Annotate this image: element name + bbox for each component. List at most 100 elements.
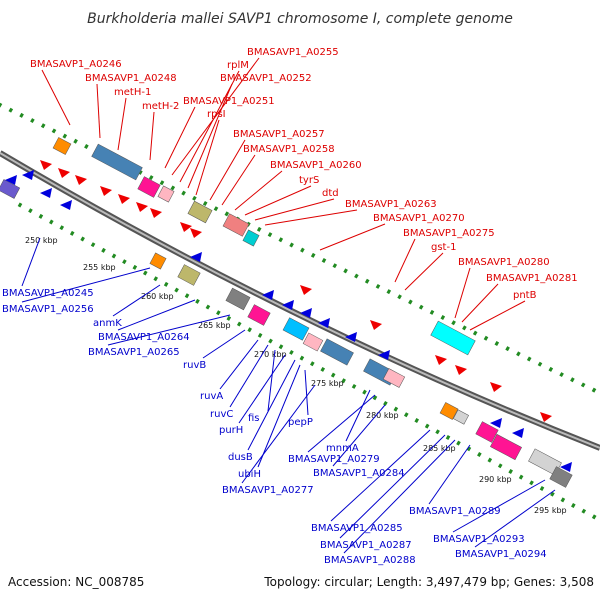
forward-gene-arrow[interactable]	[136, 202, 148, 212]
forward-gene-arrow[interactable]	[370, 320, 382, 330]
gene-feature[interactable]	[439, 402, 459, 420]
forward-gene-arrow[interactable]	[455, 365, 467, 375]
gene-feature[interactable]	[242, 229, 260, 247]
reverse-gene-arrow[interactable]	[490, 418, 502, 428]
reverse-gene-arrow[interactable]	[560, 462, 572, 472]
guide-dot	[494, 340, 500, 346]
gene-label-forward[interactable]: BMASAVP1_A0246	[30, 59, 122, 70]
forward-gene-arrow[interactable]	[435, 355, 447, 365]
gene-label-reverse[interactable]: BMASAVP1_A0285	[311, 523, 403, 534]
gene-feature[interactable]	[149, 252, 167, 270]
gene-label-reverse[interactable]: BMASAVP1_A0284	[313, 468, 405, 479]
gene-label-reverse[interactable]: BMASAVP1_A0287	[320, 540, 412, 551]
gene-label-reverse[interactable]: BMASAVP1_A0277	[222, 485, 314, 496]
gene-label-forward[interactable]: pntB	[513, 290, 537, 301]
gene-label-reverse[interactable]: BMASAVP1_A0294	[455, 549, 547, 560]
gene-label-forward[interactable]: BMASAVP1_A0263	[345, 199, 437, 210]
forward-gene-arrow[interactable]	[100, 186, 112, 196]
gene-feature[interactable]	[302, 332, 324, 352]
gene-label-forward[interactable]: gst-1	[431, 242, 456, 253]
gene-label-forward[interactable]: metH-2	[142, 101, 179, 112]
gene-label-reverse[interactable]: BMASAVP1_A0264	[98, 332, 190, 343]
guide-dot	[343, 268, 348, 274]
gene-label-reverse[interactable]: BMASAVP1_A0245	[2, 288, 94, 299]
gene-label-reverse[interactable]: ubiH	[238, 469, 261, 480]
gene-label-reverse[interactable]: BMASAVP1_A0289	[409, 506, 501, 517]
gene-label-reverse[interactable]: pepP	[288, 417, 313, 428]
gene-label-forward[interactable]: BMASAVP1_A0252	[220, 73, 312, 84]
gene-feature[interactable]	[52, 137, 72, 155]
gene-label-reverse[interactable]: dusB	[228, 452, 253, 463]
gene-label-reverse[interactable]: fis	[248, 413, 260, 424]
gene-feature[interactable]	[187, 200, 213, 224]
gene-label-forward[interactable]: BMASAVP1_A0255	[247, 47, 339, 58]
forward-gene-arrow[interactable]	[190, 228, 202, 238]
gene-feature[interactable]	[282, 317, 310, 341]
gene-label-reverse[interactable]: purH	[219, 425, 243, 436]
gene-label-forward[interactable]: rplM	[227, 60, 249, 71]
reverse-gene-arrow[interactable]	[345, 332, 357, 342]
forward-gene-arrow[interactable]	[75, 175, 87, 185]
guide-dot	[202, 201, 208, 206]
forward-gene-arrow[interactable]	[40, 160, 52, 170]
reverse-gene-arrow[interactable]	[40, 188, 52, 198]
gene-label-forward[interactable]: BMASAVP1_A0251	[183, 96, 275, 107]
gene-label-reverse[interactable]: mnmA	[326, 443, 359, 454]
reverse-gene-arrow[interactable]	[512, 428, 524, 438]
gene-feature[interactable]	[225, 287, 251, 311]
forward-gene-arrow[interactable]	[300, 285, 312, 295]
gene-feature[interactable]	[177, 264, 201, 286]
gene-feature[interactable]	[382, 368, 406, 388]
gene-feature[interactable]	[453, 409, 469, 425]
reverse-gene-arrow[interactable]	[300, 308, 312, 318]
gene-label-forward[interactable]: BMASAVP1_A0280	[458, 257, 550, 268]
gene-label-forward[interactable]: BMASAVP1_A0281	[486, 273, 578, 284]
gene-label-reverse[interactable]: BMASAVP1_A0288	[324, 555, 416, 566]
forward-gene-arrow[interactable]	[150, 208, 162, 218]
gene-feature[interactable]	[549, 466, 573, 488]
gene-feature[interactable]	[430, 320, 476, 356]
gene-label-reverse[interactable]: BMASAVP1_A0279	[288, 454, 380, 465]
gene-feature[interactable]	[157, 185, 175, 203]
guide-dot	[580, 382, 586, 388]
forward-gene-arrow[interactable]	[118, 194, 130, 204]
reverse-gene-arrow[interactable]	[378, 350, 390, 360]
callout-line	[117, 97, 127, 151]
gene-feature[interactable]	[320, 338, 354, 366]
gene-feature[interactable]	[247, 304, 271, 326]
forward-gene-arrow[interactable]	[58, 168, 70, 178]
gene-label-forward[interactable]: BMASAVP1_A0248	[85, 73, 177, 84]
gene-label-forward[interactable]: rpsI	[207, 109, 226, 120]
gene-label-reverse[interactable]: ruvB	[183, 360, 206, 371]
gene-label-reverse[interactable]: ruvA	[200, 391, 223, 402]
gene-label-forward[interactable]: BMASAVP1_A0257	[233, 129, 325, 140]
gene-label-reverse[interactable]: anmK	[93, 318, 122, 329]
forward-gene-arrow[interactable]	[490, 382, 502, 392]
gene-label-forward[interactable]: BMASAVP1_A0260	[270, 160, 362, 171]
gene-label-reverse[interactable]: BMASAVP1_A0256	[2, 304, 94, 315]
gene-label-reverse[interactable]: BMASAVP1_A0293	[433, 534, 525, 545]
reverse-gene-arrow[interactable]	[262, 290, 274, 300]
gene-label-forward[interactable]: metH-1	[114, 87, 151, 98]
reverse-gene-arrow[interactable]	[5, 175, 17, 185]
gene-label-forward[interactable]: BMASAVP1_A0258	[243, 144, 335, 155]
gene-feature[interactable]	[91, 143, 143, 181]
reverse-gene-arrow[interactable]	[190, 252, 202, 262]
gene-feature[interactable]	[475, 421, 499, 443]
gene-feature[interactable]	[490, 433, 522, 461]
gene-label-reverse[interactable]: ruvC	[210, 409, 233, 420]
gene-feature[interactable]	[222, 213, 250, 237]
reverse-gene-arrow[interactable]	[282, 300, 294, 310]
reverse-gene-arrow[interactable]	[22, 170, 34, 180]
reverse-gene-arrow[interactable]	[60, 200, 72, 210]
gene-feature[interactable]	[137, 176, 161, 198]
forward-gene-arrow[interactable]	[540, 412, 552, 422]
gene-label-forward[interactable]: tyrS	[299, 175, 319, 186]
gene-label-forward[interactable]: BMASAVP1_A0270	[373, 213, 465, 224]
gene-label-forward[interactable]: dtd	[322, 188, 339, 199]
forward-gene-arrow[interactable]	[180, 222, 192, 232]
gene-feature[interactable]	[0, 179, 21, 199]
reverse-gene-arrow[interactable]	[318, 318, 330, 328]
gene-label-reverse[interactable]: BMASAVP1_A0265	[88, 347, 180, 358]
gene-label-forward[interactable]: BMASAVP1_A0275	[403, 228, 495, 239]
